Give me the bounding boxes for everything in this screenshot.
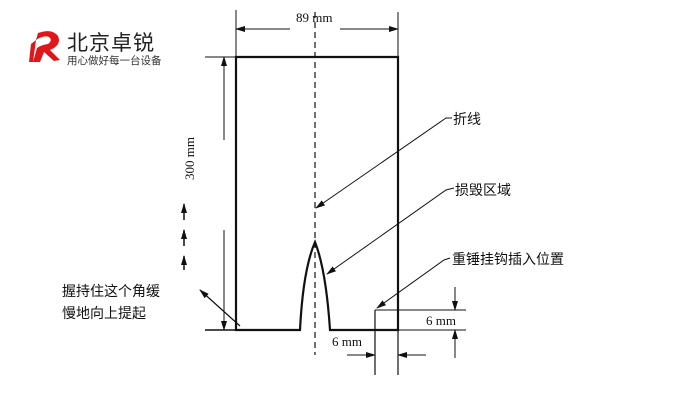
brand-name: 北京卓锐	[67, 31, 155, 55]
brand-slogan: 用心做好每一台设备	[67, 55, 162, 67]
lift-corner-arrow	[199, 289, 241, 327]
lift-instruction-line2: 慢地向上提起	[62, 306, 146, 322]
width-dimension-label: 89 mm	[296, 10, 333, 25]
hook-position-label: 重锤挂钩插入位置	[452, 252, 564, 268]
specimen-outline	[234, 55, 400, 332]
lift-instruction-line1: 握持住这个角缓	[62, 284, 160, 300]
logo-r-icon	[29, 31, 60, 62]
fold-line-leader	[315, 117, 452, 209]
damage-zone-leader	[326, 187, 455, 275]
damage-zone-label: 损毁区域	[455, 183, 511, 199]
hook-offset-y-label: 6 mm	[426, 313, 456, 328]
hook-position-leader	[376, 257, 451, 309]
fold-line-label: 折线	[453, 112, 481, 128]
hook-offset-x-label: 6 mm	[332, 334, 362, 349]
height-dimension-label: 300 mm	[182, 137, 197, 180]
